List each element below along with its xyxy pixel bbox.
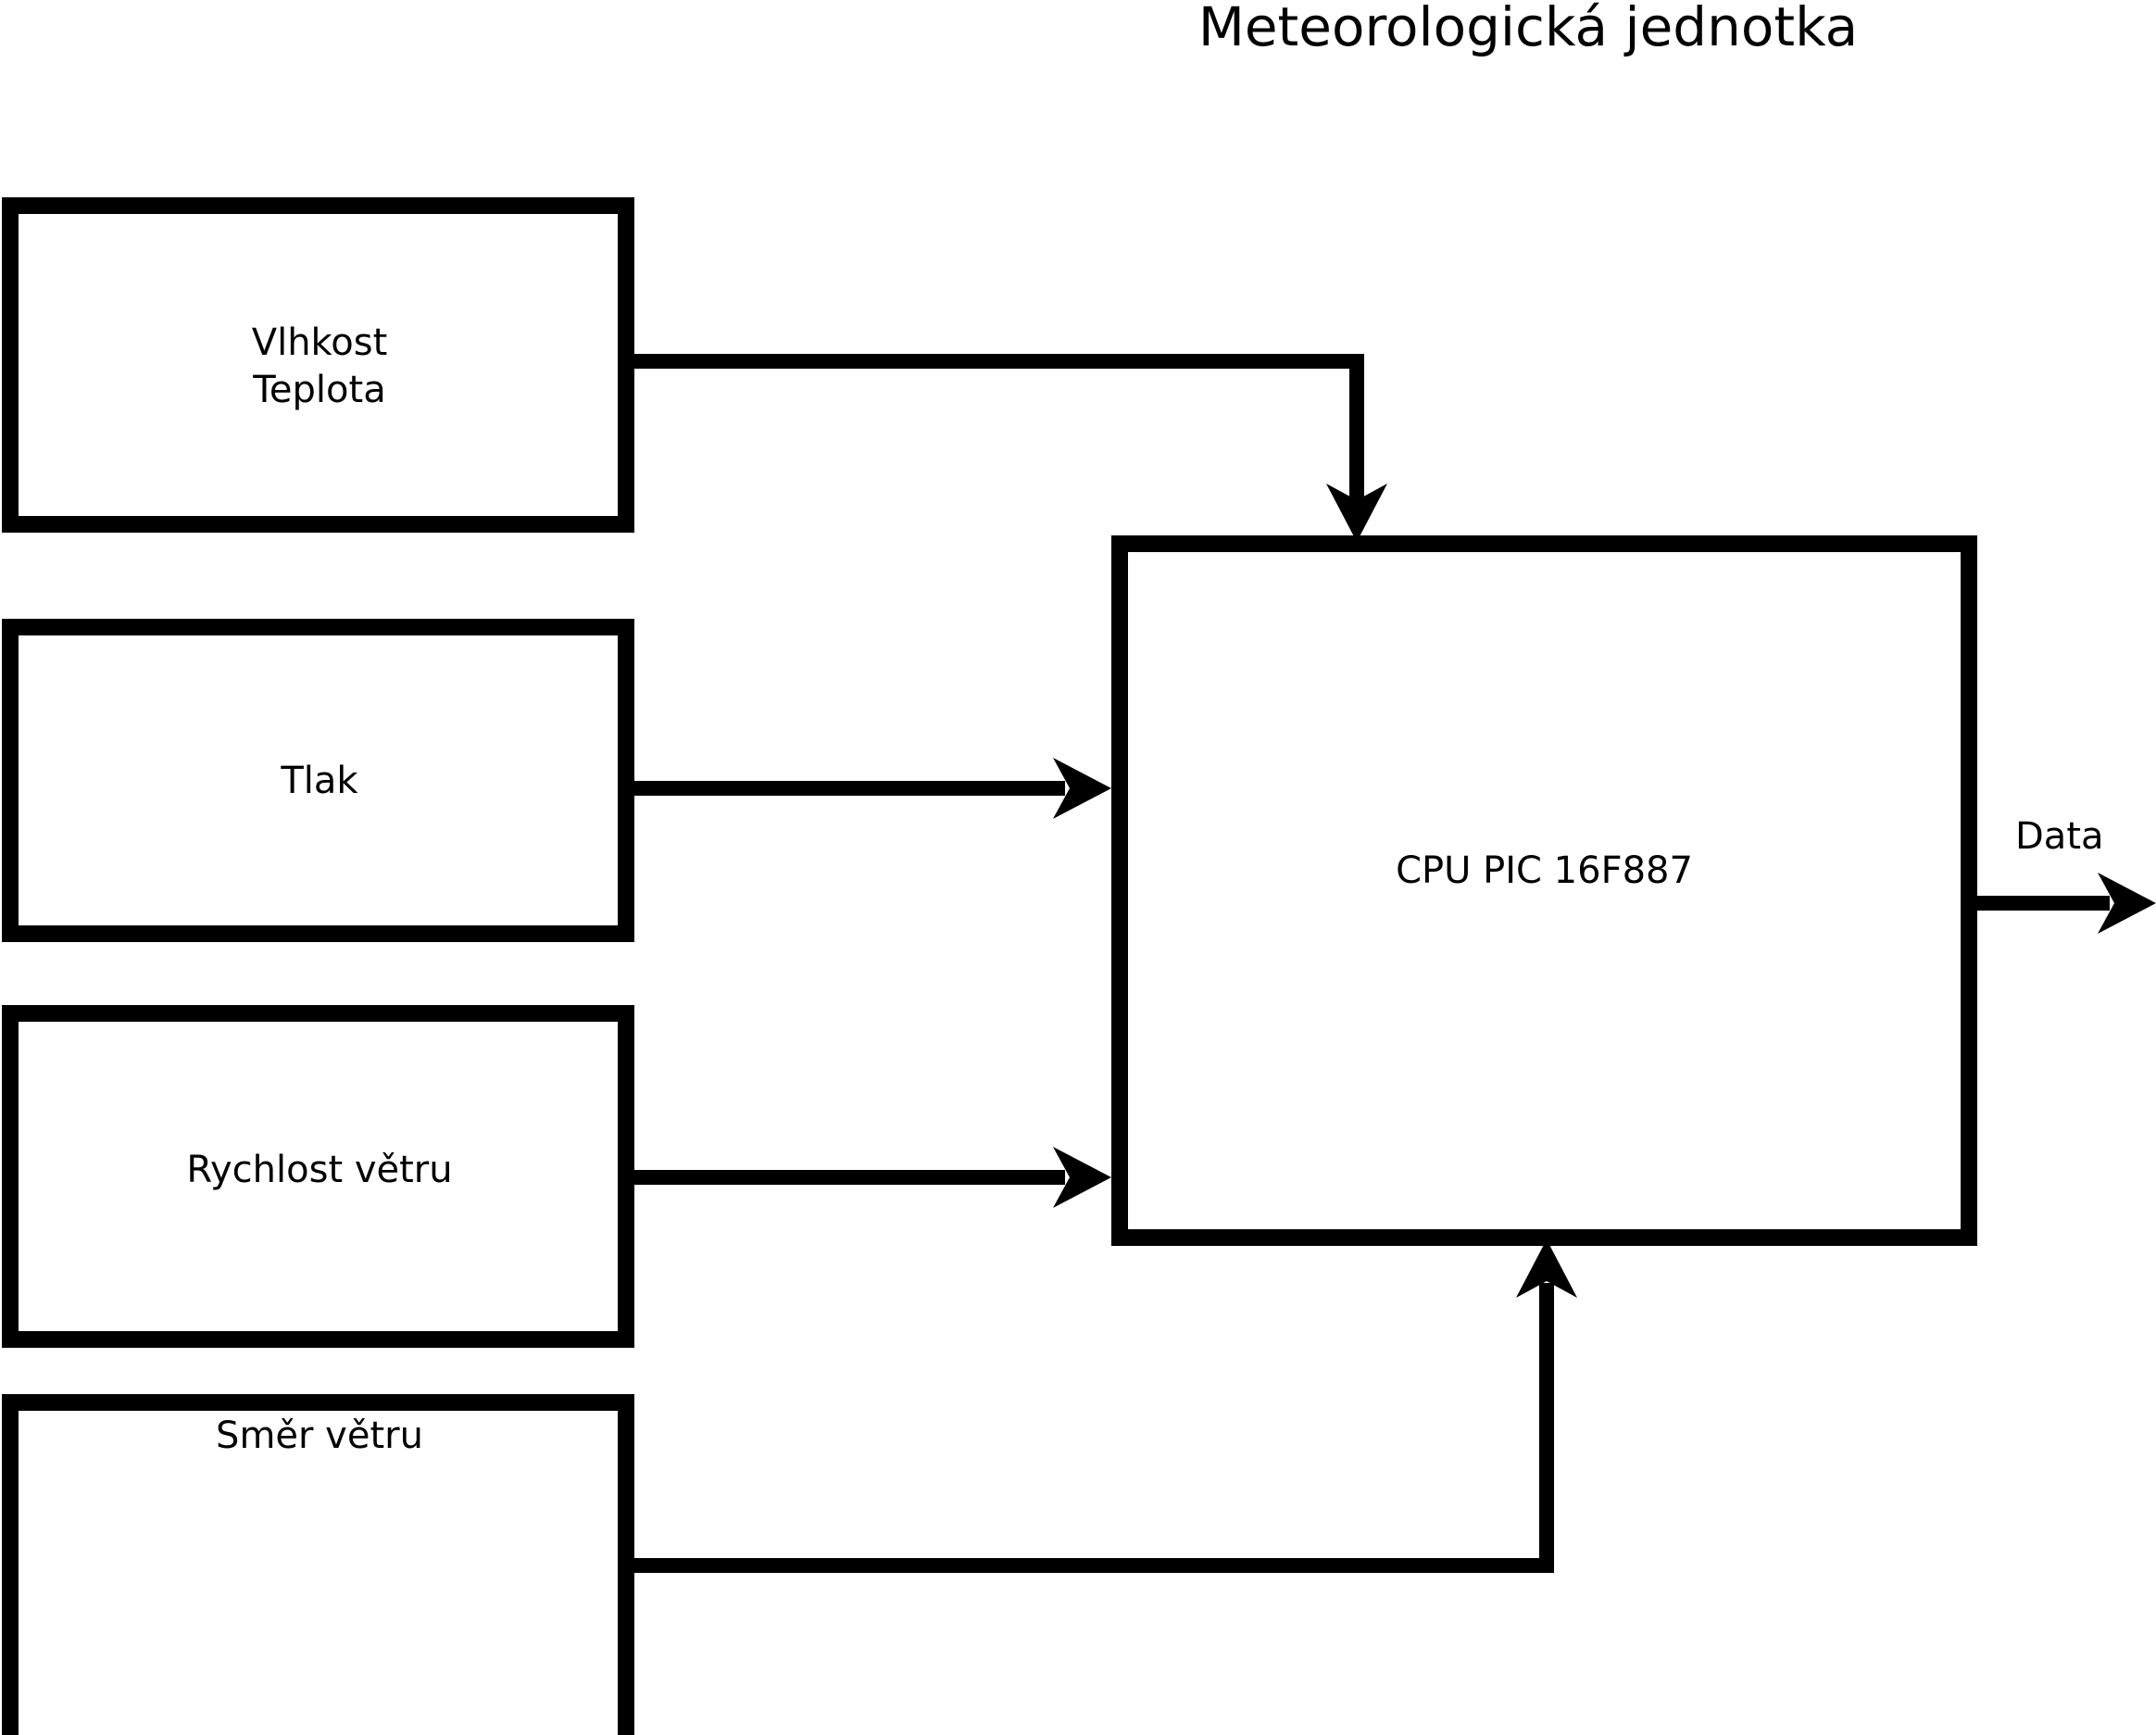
connector-wind-speed-to-cpu	[626, 1147, 1111, 1208]
block-label-pressure: Tlak	[281, 760, 358, 802]
block-pressure[interactable]	[2, 619, 634, 942]
edge-label-data: Data	[2015, 815, 2104, 858]
block-humidity-temperature[interactable]	[2, 197, 634, 533]
block-label-cpu: CPU PIC 16F887	[1396, 849, 1693, 892]
block-label-wind-speed: Rychlost větru	[186, 1149, 453, 1191]
connector-humidity-to-cpu	[626, 354, 1387, 542]
connector-wind-direction-to-cpu	[626, 1239, 1577, 1573]
connector-cpu-to-data	[1969, 873, 2156, 934]
block-wind-speed[interactable]	[2, 1005, 634, 1348]
block-label-humidity-temperature: Vlhkost Teplota	[251, 321, 388, 412]
connector-pressure-to-cpu	[626, 758, 1111, 819]
page-title: Meteorologická jednotka	[1197, 0, 1859, 58]
block-cpu[interactable]	[1111, 535, 1977, 1246]
block-label-wind-direction: Směr větru	[216, 1414, 423, 1457]
